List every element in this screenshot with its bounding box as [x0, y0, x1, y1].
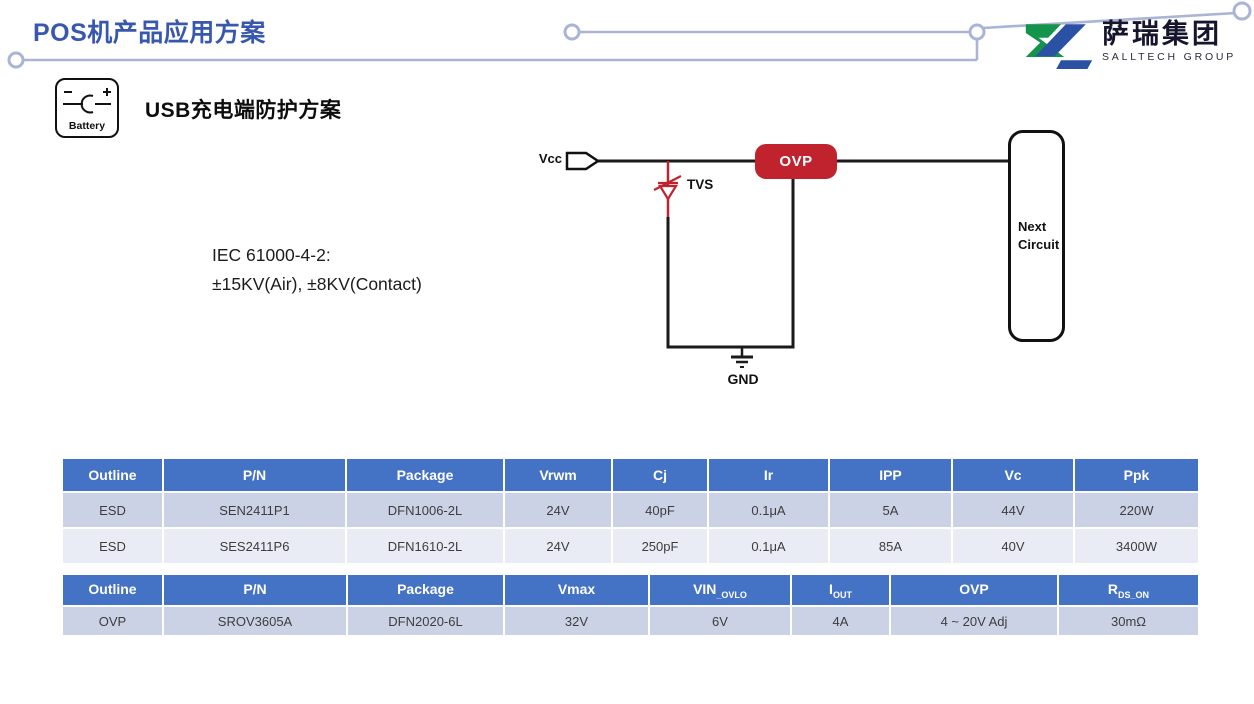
cell: 250pF	[611, 527, 709, 565]
logo-mark-icon	[1025, 24, 1093, 69]
ovp-spec-table: Outline P/N Package Vmax VIN_OVLO IOUT O…	[61, 573, 1200, 637]
esd-spec-table: Outline P/N Package Vrwm Cj Ir IPP Vc Pp…	[61, 457, 1200, 565]
cell: 30mΩ	[1057, 605, 1200, 637]
cell: OVP	[61, 605, 164, 637]
th-vc: Vc	[951, 457, 1075, 493]
cell: DFN1006-2L	[345, 491, 505, 529]
cell: 32V	[503, 605, 650, 637]
ovp-header-row: Outline P/N Package Vmax VIN_OVLO IOUT O…	[61, 573, 1200, 607]
iec-spec-text: IEC 61000-4-2: ±15KV(Air), ±8KV(Contact)	[212, 241, 422, 299]
cell: ESD	[61, 527, 164, 565]
th-ir: Ir	[707, 457, 830, 493]
table-row: OVP SROV3605A DFN2020-6L 32V 6V 4A 4 ~ 2…	[61, 605, 1200, 637]
ground-icon	[731, 347, 753, 368]
cell: 5A	[828, 491, 953, 529]
cell: 44V	[951, 491, 1075, 529]
cell: 24V	[503, 527, 613, 565]
logo-text: 萨瑞集团 SALLTECH GROUP	[1102, 19, 1237, 64]
circuit-wires	[565, 151, 1009, 368]
table-row: ESD SEN2411P1 DFN1006-2L 24V 40pF 0.1μA …	[61, 491, 1200, 529]
th-package: Package	[345, 457, 505, 493]
tvs-diode-icon	[658, 184, 678, 202]
th-vin-ovlo: VIN_OVLO	[648, 573, 792, 607]
cell: 24V	[503, 491, 613, 529]
next-circuit-label: Next Circuit	[1018, 218, 1060, 252]
cell: 85A	[828, 527, 953, 565]
cell: DFN1610-2L	[345, 527, 505, 565]
iec-spec-line1: IEC 61000-4-2:	[212, 245, 331, 265]
cell: 4 ~ 20V Adj	[889, 605, 1059, 637]
th-pn: P/N	[162, 573, 348, 607]
th-pn: P/N	[162, 457, 347, 493]
battery-symbol-icon	[63, 88, 111, 114]
next-circuit-block: Next Circuit	[1008, 130, 1065, 342]
th-rds-on: RDS_ON	[1057, 573, 1200, 607]
logo-name-en: SALLTECH GROUP	[1102, 51, 1237, 64]
esd-header-row: Outline P/N Package Vrwm Cj Ir IPP Vc Pp…	[61, 457, 1200, 493]
cell: 220W	[1073, 491, 1200, 529]
cell: SROV3605A	[162, 605, 348, 637]
cell: 0.1μA	[707, 491, 830, 529]
th-cj: Cj	[611, 457, 709, 493]
cell: 4A	[790, 605, 891, 637]
cell: DFN2020-6L	[346, 605, 505, 637]
th-ovp: OVP	[889, 573, 1059, 607]
battery-icon-label: Battery	[68, 120, 106, 132]
table-row: ESD SES2411P6 DFN1610-2L 24V 250pF 0.1μA…	[61, 527, 1200, 565]
th-iout: IOUT	[790, 573, 891, 607]
battery-icon: Battery	[55, 78, 119, 138]
cell: ESD	[61, 491, 164, 529]
ovp-block-label: OVP	[779, 153, 813, 170]
vcc-connector-icon	[565, 151, 601, 171]
cell: SES2411P6	[162, 527, 347, 565]
cell: 40V	[951, 527, 1075, 565]
th-ppk: Ppk	[1073, 457, 1200, 493]
page-title: POS机产品应用方案	[33, 19, 266, 47]
th-package: Package	[346, 573, 505, 607]
cell: 3400W	[1073, 527, 1200, 565]
section-subtitle: USB充电端防护方案	[145, 99, 342, 122]
cell: SEN2411P1	[162, 491, 347, 529]
ovp-block: OVP	[755, 144, 837, 179]
th-outline: Outline	[61, 573, 164, 607]
th-vrwm: Vrwm	[503, 457, 613, 493]
cell: 40pF	[611, 491, 709, 529]
logo-name-cn: 萨瑞集团	[1102, 19, 1222, 49]
th-outline: Outline	[61, 457, 164, 493]
th-ipp: IPP	[828, 457, 953, 493]
tvs-label: TVS	[687, 177, 714, 192]
vcc-label: Vcc	[538, 151, 562, 166]
spec-tables: Outline P/N Package Vrwm Cj Ir IPP Vc Pp…	[61, 457, 1200, 637]
iec-spec-line2: ±15KV(Air), ±8KV(Contact)	[212, 274, 422, 294]
th-vmax: Vmax	[503, 573, 650, 607]
company-logo: 萨瑞集团 SALLTECH GROUP	[1013, 20, 1236, 70]
cell: 0.1μA	[707, 527, 830, 565]
cell: 6V	[648, 605, 792, 637]
gnd-label: GND	[727, 371, 759, 387]
